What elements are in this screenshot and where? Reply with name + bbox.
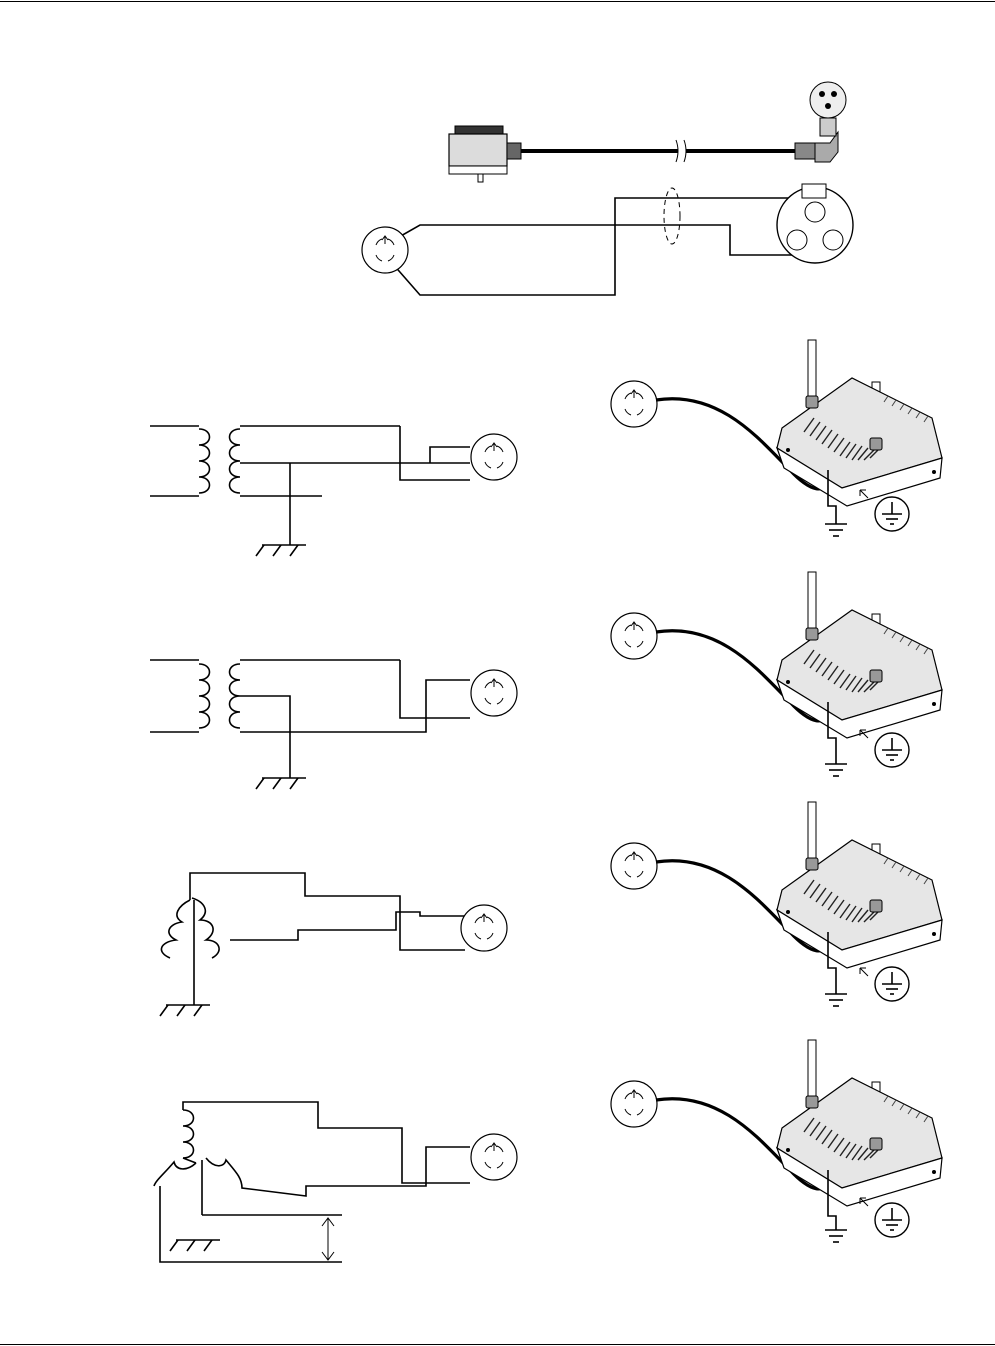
earth-ground-symbol bbox=[825, 524, 847, 536]
power-supply-module bbox=[449, 126, 521, 182]
outlet-receptacle bbox=[611, 1081, 657, 1127]
cable bbox=[521, 140, 796, 162]
3-pin-socket-face bbox=[777, 184, 853, 263]
protective-earth-symbol bbox=[875, 733, 909, 767]
config-single-phase-center-tap bbox=[150, 426, 470, 556]
earth-ground-symbol bbox=[825, 764, 847, 776]
earth-ground-symbol bbox=[825, 1230, 847, 1242]
fixture-4 bbox=[611, 1040, 942, 1242]
outlet-receptacle bbox=[611, 381, 657, 427]
outlet-receptacle bbox=[611, 843, 657, 889]
config-single-phase-end-ground bbox=[150, 660, 470, 789]
earth-ground-symbol bbox=[825, 994, 847, 1006]
config-three-phase-wye bbox=[160, 873, 465, 1016]
protective-earth-symbol bbox=[875, 1203, 909, 1237]
top-wiring bbox=[385, 198, 815, 295]
outlet-receptacle-3 bbox=[461, 905, 507, 951]
fixture-2 bbox=[611, 572, 942, 776]
outlet-receptacle-top bbox=[362, 227, 408, 273]
right-angle-3-pin-connector bbox=[795, 82, 846, 162]
outlet-receptacle-4 bbox=[471, 1134, 517, 1180]
protective-earth-symbol bbox=[875, 497, 909, 531]
config-three-phase-delta-leg bbox=[154, 1102, 470, 1262]
cable-shield bbox=[664, 188, 680, 244]
fixture-1 bbox=[611, 340, 942, 536]
fixture-3 bbox=[611, 802, 942, 1006]
protective-earth-symbol bbox=[875, 967, 909, 1001]
outlet-receptacle-2 bbox=[471, 670, 517, 716]
outlet-receptacle-1 bbox=[471, 434, 517, 480]
outlet-receptacle bbox=[611, 613, 657, 659]
